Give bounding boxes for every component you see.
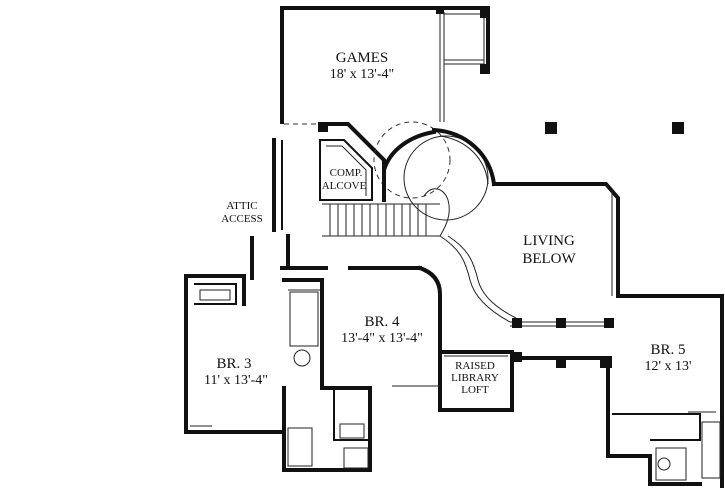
attic-access-label-1: ATTIC [226,200,257,212]
br4-room [282,265,442,472]
br5-room [520,294,724,488]
room-labels: GAMES 18' x 13'-4" COMP. ALCOVE ATTIC AC… [204,50,691,396]
stair-area [318,121,517,323]
games-size: 18' x 13'-4" [330,67,394,82]
comp-alcove-label-2: ALCOVE [322,180,367,192]
library-loft-label-1: RAISED [455,360,495,372]
living-below-label-2: BELOW [522,251,576,267]
br5-label: BR. 5 [650,342,685,358]
games-room [280,6,490,125]
library-loft-label-3: LOFT [461,384,489,396]
br4-label: BR. 4 [364,314,400,330]
br3-size: 11' x 13'-4" [204,373,268,388]
games-label: GAMES [336,50,389,66]
br5-size: 12' x 13' [644,359,691,374]
br3-label: BR. 3 [216,356,251,372]
living-below [492,122,684,328]
corridor-walls [250,138,422,280]
attic-access-label-2: ACCESS [221,213,263,225]
br3-room [184,274,286,434]
library-loft-label-2: LIBRARY [451,372,499,384]
comp-alcove-label-1: COMP. [330,167,363,179]
living-below-label-1: LIVING [523,233,575,249]
library-loft-area [438,350,522,412]
stair-treads [322,203,440,237]
br4-size: 13'-4" x 13'-4" [341,331,423,346]
